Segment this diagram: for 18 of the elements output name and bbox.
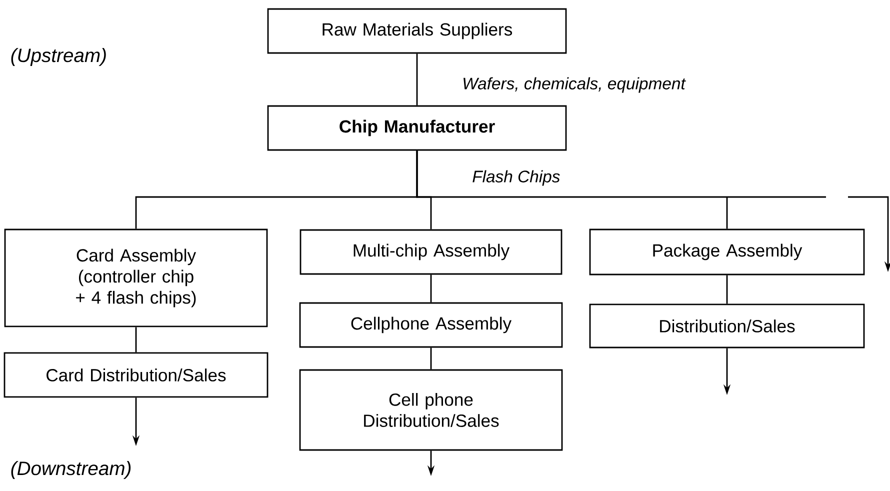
process-box: Card Assembly (controller chip + 4 flash chips) <box>4 228 268 328</box>
process-box: Multi-chip Assembly <box>300 229 562 275</box>
connector-line <box>430 274 432 302</box>
process-box: Cellphone Assembly <box>299 302 563 348</box>
process-box: Distribution/Sales <box>589 304 865 348</box>
process-box: Cell phone Distribution/Sales <box>299 369 563 451</box>
process-box: Chip Manufacturer <box>267 105 567 151</box>
connector-line <box>726 275 728 304</box>
edge-label: Flash Chips <box>470 168 562 188</box>
connector-line <box>430 348 432 370</box>
process-box: Raw Materials Suppliers <box>267 8 567 54</box>
edge-label: Wafers, chemicals, equipment <box>460 75 688 95</box>
process-box: Package Assembly <box>589 228 865 276</box>
stage-label: (Downstream) <box>11 461 131 479</box>
stage-label: (Upstream) <box>11 48 106 66</box>
process-box: Card Distribution/Sales <box>4 352 268 398</box>
connector-line <box>135 327 137 352</box>
connector-line <box>416 54 418 106</box>
